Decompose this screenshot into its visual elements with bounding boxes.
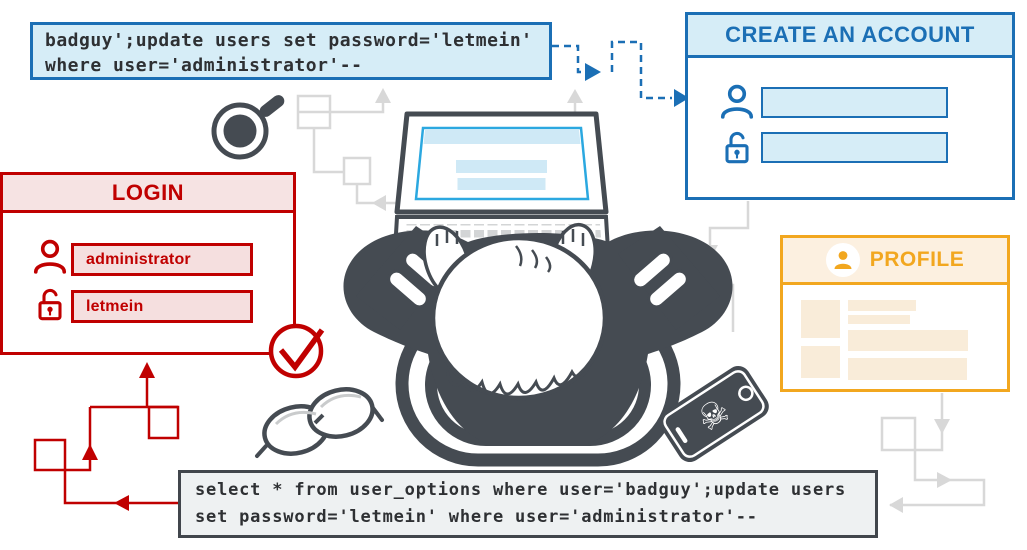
login-panel: LOGIN administrator letmein xyxy=(0,172,296,355)
smartphone-skull-icon: ☠ xyxy=(659,365,769,463)
profile-panel: PROFILE xyxy=(780,235,1010,392)
blue-dashed-connector xyxy=(552,40,672,100)
create-username-field xyxy=(761,87,948,118)
glasses-icon xyxy=(255,387,384,458)
create-account-title: CREATE AN ACCOUNT xyxy=(688,15,1012,58)
profile-placeholder-text xyxy=(848,358,967,380)
hair-fringe xyxy=(445,363,592,396)
executed-query-line2: set password='letmein' where user='admin… xyxy=(195,507,758,527)
profile-placeholder-text xyxy=(848,330,968,351)
red-connector-arrows xyxy=(82,362,155,511)
user-icon xyxy=(31,237,69,280)
open-padlock-icon xyxy=(721,128,753,171)
executed-query-box: select * from user_options where user='b… xyxy=(178,470,878,538)
profile-placeholder-image xyxy=(801,300,840,338)
gray-connector-lines xyxy=(296,94,986,507)
person-top-view xyxy=(343,222,733,444)
red-connector-lines xyxy=(33,378,180,505)
blue-dashed-arrows xyxy=(585,63,689,107)
login-title: LOGIN xyxy=(3,175,293,213)
profile-placeholder-text xyxy=(848,315,910,324)
executed-query-line1: select * from user_options where user='b… xyxy=(195,480,847,500)
user-avatar-icon xyxy=(825,243,860,277)
login-password-field: letmein xyxy=(71,290,253,323)
profile-placeholder-text xyxy=(848,300,916,311)
hair-part-lines xyxy=(515,245,552,273)
open-padlock-icon xyxy=(34,285,66,328)
coffee-cup-icon xyxy=(211,95,285,160)
injected-input-box: badguy';update users set password='letme… xyxy=(30,22,552,80)
create-password-field xyxy=(761,132,948,163)
checkmark-circle-icon xyxy=(268,323,325,379)
create-account-panel: CREATE AN ACCOUNT xyxy=(685,12,1015,200)
head xyxy=(430,235,608,401)
user-icon xyxy=(718,82,756,125)
profile-title: PROFILE xyxy=(869,248,965,271)
login-username-field: administrator xyxy=(71,243,253,276)
profile-placeholder-image xyxy=(801,346,840,378)
injected-input-line1: badguy';update users set password='letme… xyxy=(45,30,533,51)
injected-input-line2: where user='administrator'-- xyxy=(45,55,363,76)
